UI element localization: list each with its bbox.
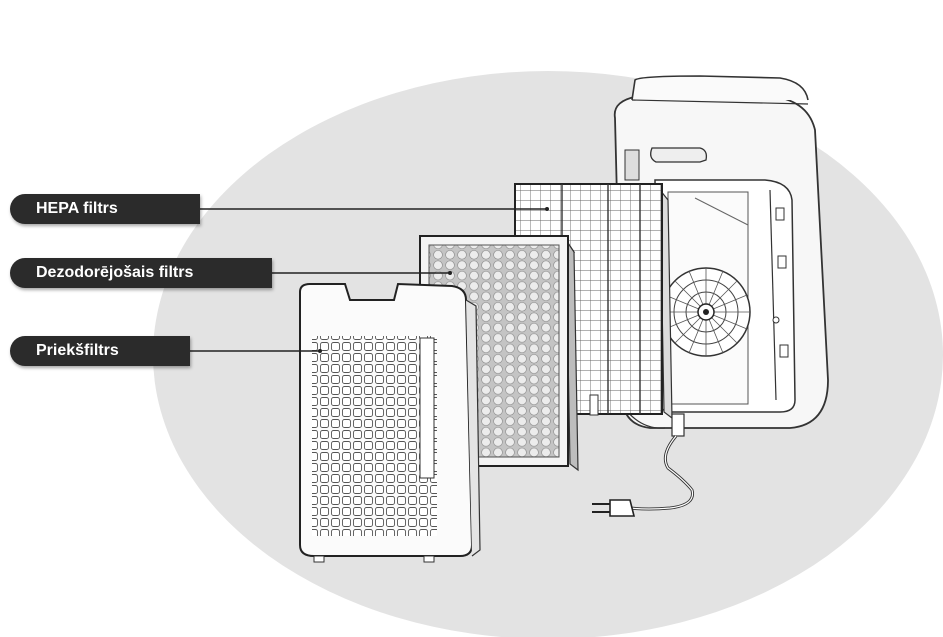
power-plug-icon bbox=[592, 413, 695, 517]
label-deodorizing-filter: Dezodorējošais filtrs bbox=[10, 258, 272, 288]
fan-icon bbox=[661, 267, 751, 357]
pre-filter bbox=[299, 282, 481, 563]
label-prefilter: Priekšfiltrs bbox=[10, 336, 190, 366]
label-hepa-filter: HEPA filtrs bbox=[10, 194, 200, 224]
